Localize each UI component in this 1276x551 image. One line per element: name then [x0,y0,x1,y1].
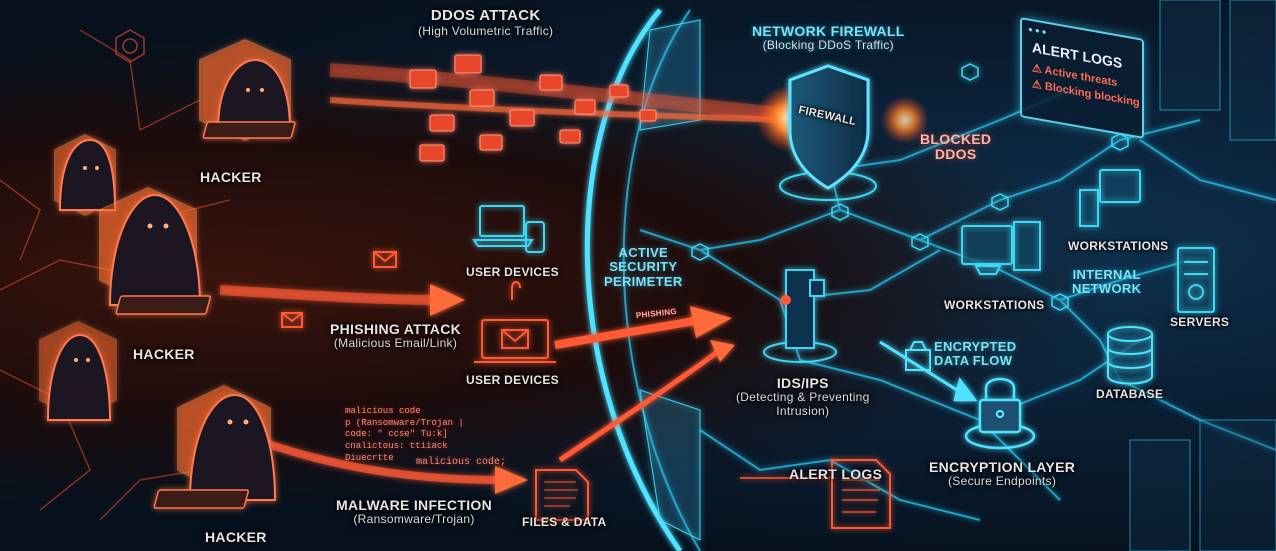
hacker-figures [39,38,296,509]
files-data-label: FILES & DATA [522,515,607,529]
alert-logs-label: ALERT LOGS [789,466,883,482]
code-line: code: " ccse" Tu:k] [345,429,448,440]
encryption-layer-label: ENCRYPTION LAYER (Secure Endpoints) [929,459,1076,489]
encrypted-line: DATA FLOW [934,353,1013,369]
code-line: p (Ransomware/Trojan | [345,417,464,428]
encryption-title: ENCRYPTION LAYER [929,459,1076,475]
hacker-figure-icon [39,320,117,421]
internal-line: INTERNAL [1072,267,1141,282]
user-devices-icon [472,205,545,253]
blocked-line-2: DDOS [934,146,977,163]
phishing-subtitle: (Malicious Email/Link) [333,336,458,351]
ids-title: IDS/IPS [776,375,829,391]
database-icon [1107,326,1153,385]
firewall-title: NETWORK FIREWALL [752,23,905,39]
phishing-title: PHISHING ATTACK [330,321,462,337]
firewall-subtitle: (Blocking DDoS Traffic) [762,38,894,53]
encrypted-line: ENCRYPTED [934,339,1017,354]
workstations-label-b: WORKSTATIONS [944,298,1045,312]
code-line: Diuecrtte [345,452,394,463]
perimeter-line: PERIMETER [604,273,683,289]
active-security-perimeter-label: ACTIVE SECURITY PERIMETER [604,245,683,289]
hacker-label-2: HACKER [133,346,195,362]
ddos-subtitle: (High Volumetric Traffic) [418,23,554,38]
servers-icon [1177,247,1215,313]
ddos-title: DDOS ATTACK [430,7,541,24]
ids-ips-sensor-icon [763,269,837,363]
malware-title: MALWARE INFECTION [336,497,492,513]
perimeter-line: ACTIVE [618,245,669,260]
malware-code-snippet: malicious code p (Ransomware/Trojan | co… [345,406,464,464]
perimeter-line: SECURITY [609,259,678,275]
blocked-line-1: BLOCKED [920,131,992,147]
hacker-figure-icon [54,133,117,217]
malware-infection-label: MALWARE INFECTION (Ransomware/Trojan) [336,497,492,527]
user-devices-label-2: USER DEVICES [466,373,559,387]
hacker-label-1: HACKER [200,169,262,185]
malware-subtitle: (Ransomware/Trojan) [353,512,475,527]
network-firewall-label: NETWORK FIREWALL (Blocking DDoS Traffic) [752,23,905,53]
background-server-racks [1129,0,1276,551]
user-devices-label-1: USER DEVICES [466,265,559,279]
encryption-subtitle: (Secure Endpoints) [948,474,1057,489]
hacker-figure-icon [99,186,211,315]
encrypted-data-flow-label: ENCRYPTED DATA FLOW [934,339,1017,369]
workstation-computer-icon [961,169,1141,275]
alert-logs-document-icon [740,459,891,529]
internal-network-lines [639,89,1276,521]
network-hex-nodes [691,63,1129,311]
internal-network-label: INTERNAL NETWORK [1072,267,1142,297]
internal-line: NETWORK [1072,281,1142,297]
blocked-ddos-label: BLOCKED DDOS [920,131,992,163]
phishing-attack-label: PHISHING ATTACK (Malicious Email/Link) [330,321,462,351]
hacker-label-3: HACKER [205,529,267,545]
ids-subtitle-2: Intrusion) [776,403,830,418]
phishing-laptop-icon [281,251,556,363]
ddos-traffic-stream [329,54,791,162]
files-data-icon [535,469,589,521]
firewall-shield-icon [779,64,877,201]
window-dots-icon: ●●● [1028,24,1049,38]
ids-subtitle-1: (Detecting & Preventing [736,390,870,405]
encryption-lock-icon [879,340,1036,450]
ids-ips-label: IDS/IPS (Detecting & Preventing Intrusio… [736,375,870,418]
code-line: cnalictous: ttiiack [345,441,448,452]
hacker-figure-icon [153,384,277,509]
code-line: malicious code [345,406,421,416]
servers-label: SERVERS [1170,315,1230,329]
decor-globe-icon [115,29,145,63]
malware-code-trailer: malicious code; [416,457,507,468]
database-label: DATABASE [1096,387,1164,401]
workstations-label-a: WORKSTATIONS [1068,239,1169,253]
hacker-figure-icon [199,38,296,142]
ddos-attack-label: DDOS ATTACK (High Volumetric Traffic) [418,7,554,38]
